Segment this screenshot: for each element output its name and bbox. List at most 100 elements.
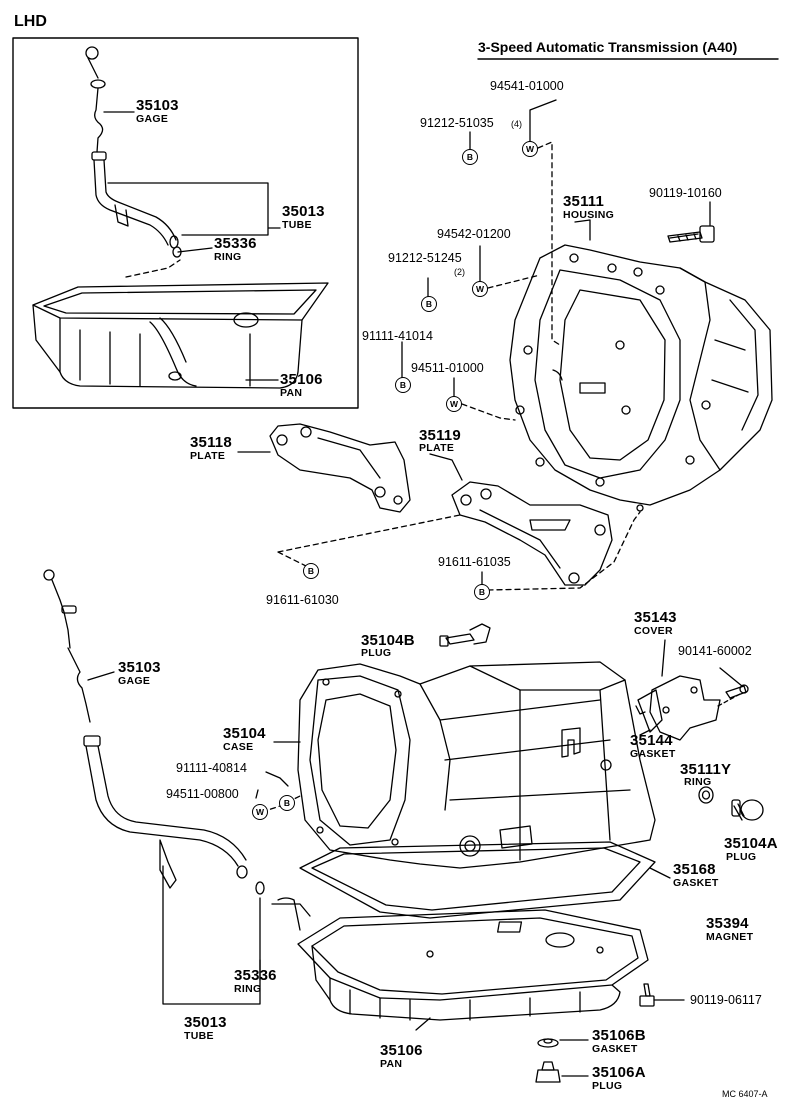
part-name-ring-upper: RING [214,251,242,263]
leader-tube-upper [107,182,281,236]
part-number-ring-lower: 35336 [234,967,277,984]
leader-90141 [719,667,743,687]
part-number-gasket-35144: 35144 [630,732,673,749]
part-name-tube-upper: TUBE [282,219,312,231]
plate-35119-part [451,481,613,586]
fastener-90119-10160: 90119-10160 [649,186,722,200]
part-name-ring-35111y: RING [684,776,712,788]
fastener-91611-61035: 91611-61035 [438,555,511,569]
part-name-gasket-35144: GASKET [630,748,676,760]
lower-pan-part [297,909,649,1021]
gasket-35168-part [299,841,656,919]
part-name-tube-lower: TUBE [184,1030,214,1042]
part-name-plate-35119: PLATE [419,442,455,454]
part-name-cover: COVER [634,625,673,637]
part-name-magnet: MAGNET [706,931,754,943]
washer-marker: W [472,281,488,297]
fastener-91212-51035: 91212-51035 [420,116,494,130]
part-number-housing: 35111 [563,193,605,210]
part-number-case: 35104 [223,725,266,742]
leader-35168 [649,867,671,879]
diagram-title: 3-Speed Automatic Transmission (A40) [478,39,738,55]
leader-35143 [661,639,666,677]
part-name-gasket-35106b: GASKET [592,1043,638,1055]
fastener-91111-41014: 91111-41014 [362,329,433,343]
bolt-marker: B [303,563,319,579]
part-name-ring-lower: RING [234,983,262,995]
drawing-code: MC 6407-A [722,1089,768,1099]
fastener-94542-01200: 94542-01200 [437,227,511,241]
case-part [297,661,656,869]
part-number-ring-upper: 35336 [214,235,257,252]
leader-35119 [429,453,463,481]
part-number-gasket-35106b: 35106B [592,1027,646,1044]
part-name-gage-upper: GAGE [136,113,169,125]
bolt-marker: B [462,149,478,165]
fastener-90141-60002: 90141-60002 [678,644,752,658]
gasket-35144-part [635,689,663,733]
bolt-90119-06117-part [639,983,655,1007]
leader-housing [574,219,591,241]
fastener-94511-00800: 94511-00800 [166,787,239,801]
leader-ring-upper [177,247,213,253]
part-number-plate-35119: 35119 [419,427,461,444]
cover-35143-part [649,675,721,741]
fastener-94541-01000: 94541-01000 [490,79,564,93]
washer-marker: W [252,804,268,820]
part-number-pan-lower: 35106 [380,1042,423,1059]
part-name-plate-35118: PLATE [190,450,226,462]
washer-marker: W [446,396,462,412]
part-name-plug-35106a: PLUG [592,1080,623,1092]
fastener-94511-01000: 94511-01000 [411,361,484,375]
plug-35106a-part [535,1061,561,1083]
part-number-gage-upper: 35103 [136,97,179,114]
gasket-35106b-part [537,1038,559,1048]
bolt-marker: B [279,795,295,811]
bolt-marker: B [474,584,490,600]
ring-35111y-part [698,786,714,804]
lower-tube-end [271,897,311,931]
leader-94511-00800 [255,789,259,799]
part-name-gage-lower: GAGE [118,675,151,687]
part-name-plug-35104a: PLUG [726,851,757,863]
part-number-plug-35104b: 35104B [361,632,415,649]
fastener-91212-51245: 91212-51245 [388,251,462,265]
part-name-gasket-35168: GASKET [673,877,719,889]
part-name-plug-35104b: PLUG [361,647,392,659]
region-label-lhd: LHD [14,13,47,30]
lower-ring [255,881,265,895]
part-number-ring-35111y: 35111Y [680,761,732,778]
plug-35104a-part [731,799,764,821]
leader-pan-lower [415,1017,431,1031]
part-number-plate-35118: 35118 [190,434,232,451]
part-number-gasket-35168: 35168 [673,861,716,878]
part-name-pan-upper: PAN [280,387,303,399]
bolt-marker: B [395,377,411,393]
upper-dipstick-tube [93,159,179,249]
leader-94541 [529,99,557,149]
housing-part [509,244,773,512]
lower-dipstick-gage [43,569,101,747]
part-number-tube-lower: 35013 [184,1014,227,1031]
part-number-cover: 35143 [634,609,677,626]
part-number-plug-35104a: 35104A [724,835,778,852]
part-number-tube-upper: 35013 [282,203,325,220]
magnet-part [497,921,523,933]
part-name-case: CASE [223,741,254,753]
part-number-pan-upper: 35106 [280,371,323,388]
bolt-90141-60002 [725,684,749,699]
bolt-marker: B [421,296,437,312]
leader-35144 [639,729,651,736]
upper-dipstick-gage [85,46,107,161]
plate-35118-part [269,423,411,513]
leader-91111-40814 [265,771,289,787]
fastener-90119-06117: 90119-06117 [690,993,762,1007]
plug-35104b-part [439,623,491,647]
part-number-gage-lower: 35103 [118,659,161,676]
upper-pan [32,282,329,389]
lower-dipstick-tube [85,745,248,889]
bolt-90119-10160 [667,225,715,243]
part-number-magnet: 35394 [706,915,749,932]
washer-marker: W [522,141,538,157]
